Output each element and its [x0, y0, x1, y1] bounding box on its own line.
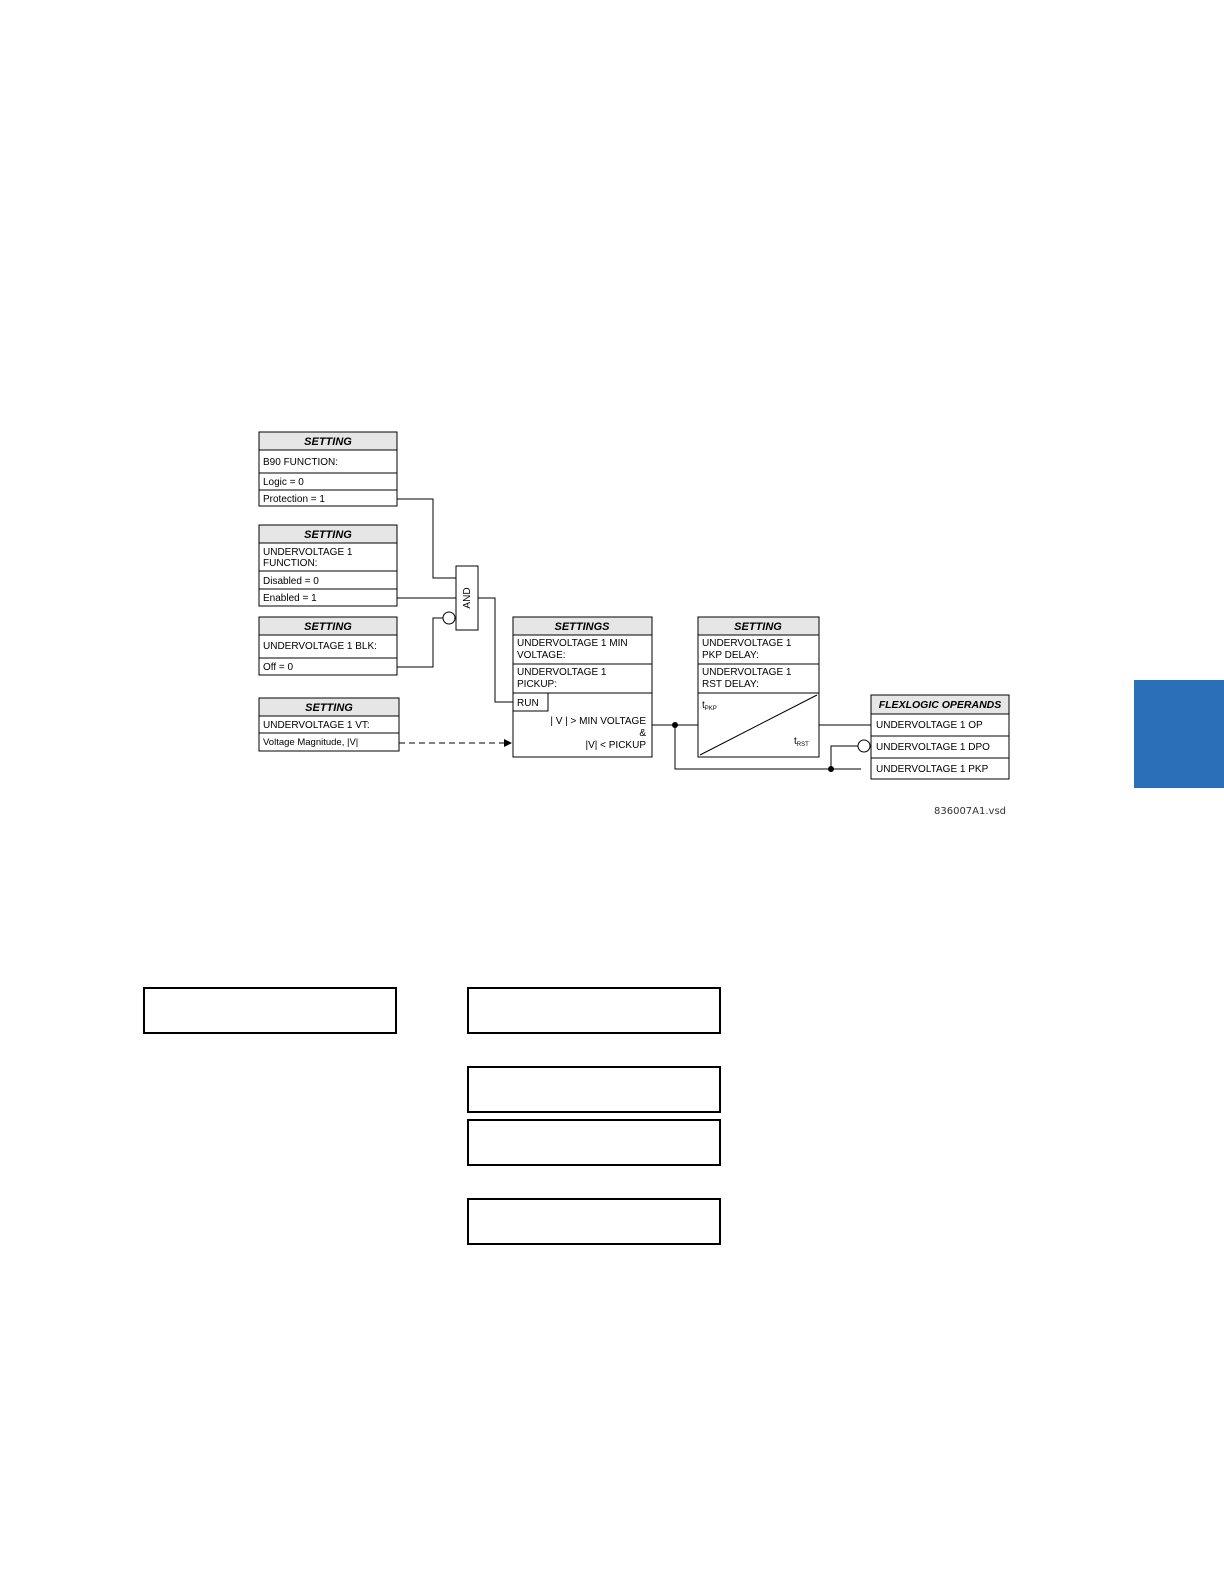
setting-row-line: PICKUP: — [517, 679, 557, 690]
and-gate-label: AND — [462, 587, 473, 608]
setting-block-uv-vt: SETTING UNDERVOLTAGE 1 VT: Voltage Magni… — [258, 697, 400, 752]
setting-row-line: RST DELAY: — [702, 679, 759, 690]
junction-dot — [672, 722, 678, 728]
setting-row-line: UNDERVOLTAGE 1 MIN — [517, 638, 628, 649]
wires-to-operands — [819, 724, 871, 769]
diagram-file-name: 836007A1.vsd — [934, 806, 1007, 817]
tpkp-label: tPKP — [702, 700, 717, 712]
block-header: SETTINGS — [554, 621, 610, 633]
setting-row-line: UNDERVOLTAGE 1 — [517, 667, 607, 678]
operand-row: UNDERVOLTAGE 1 DPO — [876, 742, 990, 753]
setting-block-uv-blk: SETTING UNDERVOLTAGE 1 BLK: Off = 0 — [258, 616, 398, 676]
junction-dot — [828, 766, 834, 772]
chapter-side-tab — [1134, 680, 1224, 788]
setting-block-b90-function: SETTING B90 FUNCTION: Logic = 0 Protecti… — [258, 431, 398, 507]
condition-line: & — [639, 728, 646, 739]
block-title: UNDERVOLTAGE 1 BLK: — [263, 641, 377, 652]
flexlogic-operands-block: FLEXLOGIC OPERANDS UNDERVOLTAGE 1 OP UND… — [870, 694, 1010, 780]
wire-and-to-run — [478, 597, 513, 703]
block-header: SETTING — [304, 621, 352, 633]
setting-row: Logic = 0 — [263, 477, 304, 488]
inverter-bubble — [442, 611, 456, 625]
trst-label: tRST — [794, 736, 809, 748]
block-header: SETTING — [305, 702, 353, 714]
setting-block-uv-function: SETTING UNDERVOLTAGE 1 FUNCTION: Disable… — [258, 524, 398, 607]
operand-row: UNDERVOLTAGE 1 OP — [876, 720, 983, 731]
timer-ramp — [699, 694, 818, 756]
block-header: SETTING — [734, 621, 782, 633]
outline-box — [143, 987, 397, 1034]
condition-line: | V | > MIN VOLTAGE — [550, 716, 646, 727]
block-title: B90 FUNCTION: — [263, 457, 338, 468]
block-title: UNDERVOLTAGE 1 VT: — [263, 720, 370, 731]
setting-row-line: UNDERVOLTAGE 1 — [702, 638, 792, 649]
wires-to-and — [397, 498, 456, 668]
setting-row: Voltage Magnitude, |V| — [263, 737, 358, 748]
setting-row: Disabled = 0 — [263, 576, 319, 587]
settings-comparator-block: SETTINGS UNDERVOLTAGE 1 MIN VOLTAGE: UND… — [512, 616, 653, 758]
block-header: SETTING — [304, 436, 352, 448]
setting-row-line: PKP DELAY: — [702, 650, 759, 661]
outline-box — [467, 987, 721, 1034]
setting-row: Off = 0 — [263, 662, 294, 673]
block-header: SETTING — [304, 529, 352, 541]
setting-row: Protection = 1 — [263, 494, 325, 505]
operand-row: UNDERVOLTAGE 1 PKP — [876, 764, 989, 775]
setting-row-line: UNDERVOLTAGE 1 — [702, 667, 792, 678]
setting-row-line: VOLTAGE: — [517, 650, 566, 661]
block-title-line: FUNCTION: — [263, 558, 317, 569]
outline-box — [467, 1198, 721, 1245]
run-label: RUN — [517, 698, 539, 709]
timer-block: SETTING UNDERVOLTAGE 1 PKP DELAY: UNDERV… — [697, 616, 820, 758]
outline-box — [467, 1119, 721, 1166]
and-gate: AND — [442, 565, 479, 631]
setting-row: Enabled = 1 — [263, 593, 317, 604]
condition-line: |V| < PICKUP — [586, 740, 647, 751]
outline-box — [467, 1066, 721, 1113]
inverter-bubble — [857, 739, 871, 753]
block-header: FLEXLOGIC OPERANDS — [879, 699, 1002, 711]
block-title-line: UNDERVOLTAGE 1 — [263, 547, 353, 558]
